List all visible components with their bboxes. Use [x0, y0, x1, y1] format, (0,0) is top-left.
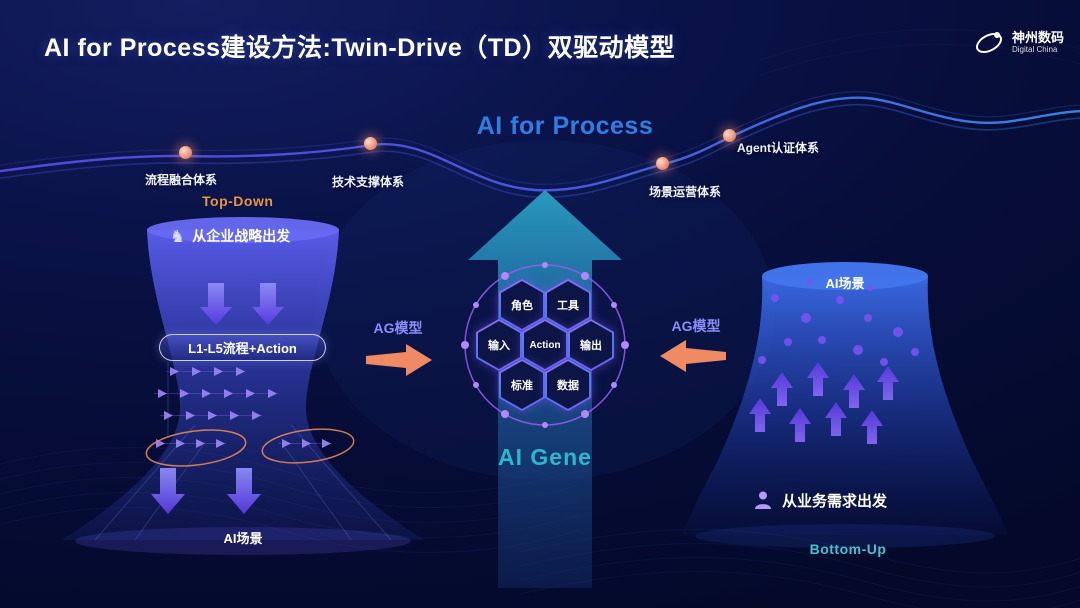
hexagon-fill: [478, 321, 520, 369]
person-icon: [755, 491, 771, 509]
hexagon-fill: [547, 361, 589, 409]
wave-node-label-process: 流程融合体系: [145, 173, 218, 187]
top-wave-ribbon: [0, 91, 1080, 199]
hexagon-role: 角色: [499, 279, 545, 331]
hexagon-label: 角色: [511, 300, 533, 312]
brand-name: 神州数码: [1011, 30, 1064, 46]
bottom-up-label: Bottom-Up: [809, 541, 887, 557]
process-flowchart: [145, 362, 355, 514]
hexagon-label: Action: [529, 339, 561, 351]
gene-ring: [461, 262, 629, 428]
ai-gene-label: AI Gene: [498, 444, 592, 470]
hexagon-standard: 标准: [499, 359, 545, 411]
ag-arrow-left-icon: [660, 340, 726, 372]
wave-node-dot: [656, 157, 669, 170]
brand-logo: 神州数码 Digital China: [972, 26, 1064, 60]
ag-model-label-right: AG模型: [671, 318, 721, 334]
strategy-down-arrows: [200, 283, 284, 325]
brand-subtitle: Digital China: [1011, 44, 1058, 54]
hexagon-action: Action: [522, 319, 568, 371]
hexagon-label: 输入: [488, 340, 510, 352]
ag-model-label-left: AG模型: [373, 320, 423, 336]
hexagon-tool: 工具: [545, 279, 591, 331]
wave-node-label-tech: 技术支撑体系: [332, 175, 405, 189]
right-funnel-shape: [682, 262, 1008, 548]
mesh-bottom-right: [519, 529, 1080, 608]
brand-icon: [975, 32, 1002, 54]
ai-for-process-label: AI for Process: [476, 112, 654, 140]
ag-arrow-right-icon: [366, 344, 432, 376]
hexagon-input: 输入: [476, 319, 522, 371]
hexagon-fill: [524, 321, 566, 369]
hexagon-data: 数据: [545, 359, 591, 411]
hexagon-label: 标准: [511, 380, 533, 392]
hexagon-fill: [501, 361, 543, 409]
wave-node-label-scenario: 场景运营体系: [649, 185, 722, 199]
hexagon-output: 输出: [568, 319, 614, 371]
hexagon-label: 数据: [557, 380, 579, 392]
strategy-row: ♞ 从企业战略出发: [170, 226, 290, 246]
left-funnel-shape: [62, 217, 424, 555]
hexagon-label: 工具: [557, 300, 579, 312]
process-action-pill: L1-L5流程+Action: [159, 334, 326, 361]
hexagon-fill: [501, 281, 543, 329]
hexagon-label: 输出: [580, 340, 602, 352]
wave-node-label-agent: Agent认证体系: [737, 141, 819, 155]
hexagon-fill: [570, 321, 612, 369]
wave-node-dot: [723, 129, 736, 142]
hexagon-fill: [547, 281, 589, 329]
strategy-label: 从企业战略出发: [192, 228, 291, 244]
top-down-label: Top-Down: [202, 193, 274, 209]
wave-node-dot: [364, 137, 377, 150]
bottom-up-particles: [749, 279, 919, 444]
wave-node-dot: [179, 146, 192, 159]
chess-knight-icon: ♞: [170, 226, 186, 246]
ai-scene-label-left: AI场景: [223, 531, 263, 546]
page-title: AI for Process建设方法:Twin-Drive（TD）双驱动模型: [44, 34, 676, 62]
need-label: 从业务需求出发: [782, 492, 888, 510]
need-row: 从业务需求出发: [752, 489, 887, 511]
mesh-top-right: [759, 28, 1080, 76]
ai-scene-label-right: AI场景: [825, 276, 865, 291]
